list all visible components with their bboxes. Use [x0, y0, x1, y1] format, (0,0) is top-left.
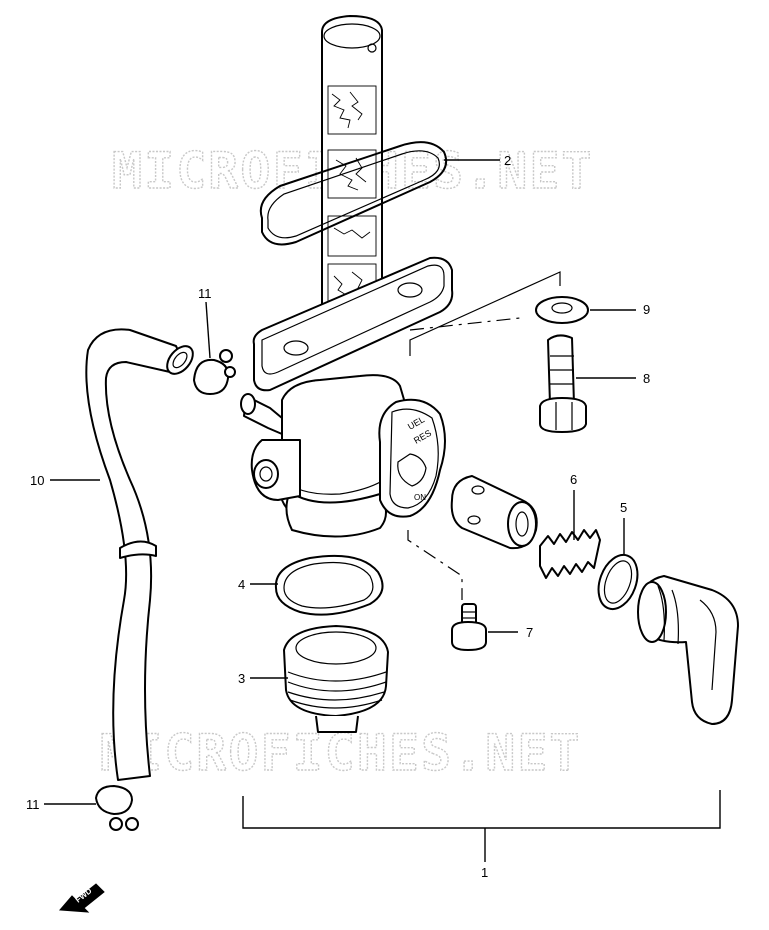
lever-o-ring [597, 553, 639, 611]
valve-plug [450, 475, 538, 550]
callout-8: 8 [643, 371, 650, 386]
washer [535, 296, 589, 324]
hose-clip-top [193, 349, 236, 395]
hose-clip-bottom [95, 785, 139, 831]
callout-6: 6 [570, 472, 577, 487]
callout-3: 3 [238, 671, 245, 686]
mounting-bolt [539, 334, 587, 433]
spring [539, 529, 601, 579]
callout-2: 2 [504, 153, 511, 168]
callout-11-top: 11 [198, 286, 212, 301]
callout-4: 4 [238, 577, 245, 592]
marking-on: ON [414, 493, 426, 502]
leader-lines [44, 159, 721, 862]
fuel-cock-lever [637, 575, 739, 725]
fuel-strainer-filter [321, 15, 383, 337]
strainer-o-ring [259, 141, 448, 246]
alignment-lines [407, 271, 561, 600]
sediment-cup [283, 625, 389, 733]
callouts: 2 9 8 6 5 7 4 3 10 11 11 1 [26, 153, 650, 880]
cup-gasket [274, 554, 384, 616]
forward-arrow-icon: FWD [58, 883, 105, 913]
fuel-cock-body: UEL RES ON [240, 256, 454, 538]
callout-5: 5 [620, 500, 627, 515]
callout-10: 10 [30, 473, 44, 488]
fuel-hose [85, 328, 194, 781]
callout-7: 7 [526, 625, 533, 640]
callout-1: 1 [481, 865, 488, 880]
drain-screw [451, 603, 487, 651]
watermark-bottom: MICROFICHES.NET [100, 724, 582, 782]
callout-11-bottom: 11 [26, 797, 40, 812]
callout-9: 9 [643, 302, 650, 317]
